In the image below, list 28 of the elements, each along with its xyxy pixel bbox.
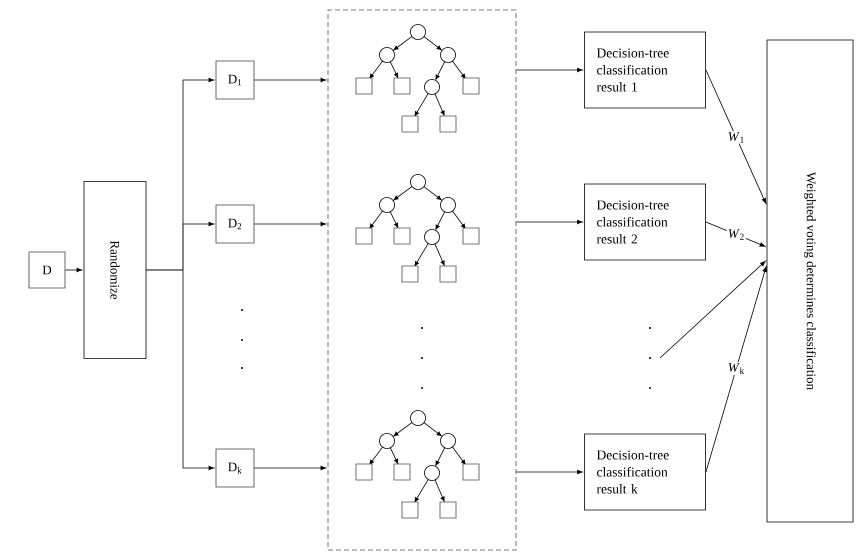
arrow: [706, 70, 766, 204]
process-box: Randomize: [84, 181, 146, 359]
voting-box: Weighted voting determines classification: [766, 40, 854, 522]
arrow: [65, 268, 82, 272]
data-box: D: [28, 252, 66, 288]
arrow: [706, 222, 766, 247]
edge-label: W$_{1}$: [726, 131, 746, 144]
arrow: [516, 68, 583, 72]
tree-drawing: [356, 174, 480, 282]
tree-drawing: [356, 24, 480, 132]
arrow: [146, 270, 214, 470]
result-box: Decision-tree classification result 2: [584, 184, 706, 260]
forest-frame: [328, 10, 516, 550]
tree-drawing: [356, 410, 480, 518]
arrow: [254, 222, 326, 226]
arrow: [254, 78, 326, 82]
arrow: [516, 470, 583, 474]
edge-label: W$_{2}$: [726, 228, 746, 241]
arrow: [254, 466, 326, 470]
result-box: Decision-tree classification result k: [584, 434, 706, 510]
arrow: [706, 266, 767, 472]
arrow: [516, 220, 583, 224]
edge-label: W$_{k}$: [726, 362, 746, 375]
arrow: [660, 260, 766, 358]
result-box: Decision-tree classification result 1: [584, 32, 706, 108]
dataset-box: D$_{k}$: [216, 448, 254, 488]
dataset-box: D$_{1}$: [216, 60, 254, 100]
dataset-box: D$_{2}$: [216, 204, 254, 244]
